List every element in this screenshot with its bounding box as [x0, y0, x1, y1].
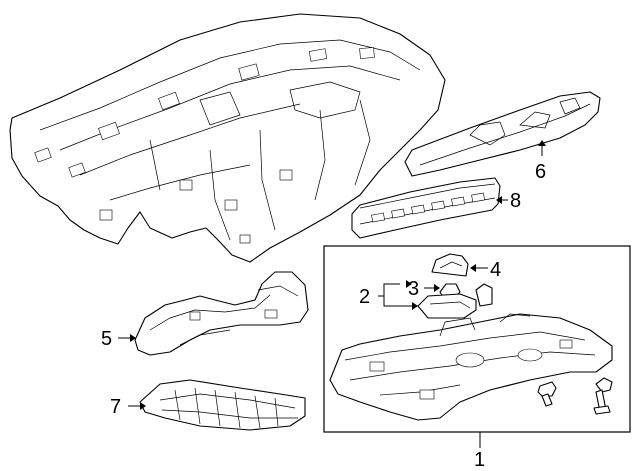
callout-2: 2 [359, 286, 370, 308]
part-8-switch-module [351, 177, 501, 239]
arrowhead-4 [470, 264, 476, 272]
callout-7: 7 [110, 396, 121, 418]
callout-3: 3 [408, 278, 419, 300]
inset-box [323, 245, 631, 433]
arrowhead-3 [434, 284, 440, 292]
callout-8: 8 [510, 190, 521, 212]
part-2-latch [417, 293, 477, 319]
arrowhead-8 [496, 196, 502, 204]
callout-5: 5 [101, 328, 112, 350]
small-bracket [475, 283, 493, 307]
part-6-trim-panel [404, 91, 601, 177]
part-7-lower-panel [139, 379, 306, 431]
part-4-cover [431, 253, 469, 277]
arrowhead-7 [140, 402, 146, 410]
callout-1: 1 [474, 449, 485, 471]
arrowhead-6 [538, 140, 546, 146]
arrowhead-2b [412, 302, 418, 310]
callout-4: 4 [490, 259, 501, 281]
part-5-bracket [134, 271, 309, 356]
leader-line-2 [378, 283, 412, 307]
part-1-glove-box [329, 313, 613, 421]
instrument-panel-frame [9, 13, 446, 263]
callout-6: 6 [535, 161, 546, 183]
arrowhead-2a [406, 280, 412, 288]
screw-icon [537, 381, 557, 407]
arrowhead-5 [130, 334, 136, 342]
bolt-icon [593, 377, 613, 415]
